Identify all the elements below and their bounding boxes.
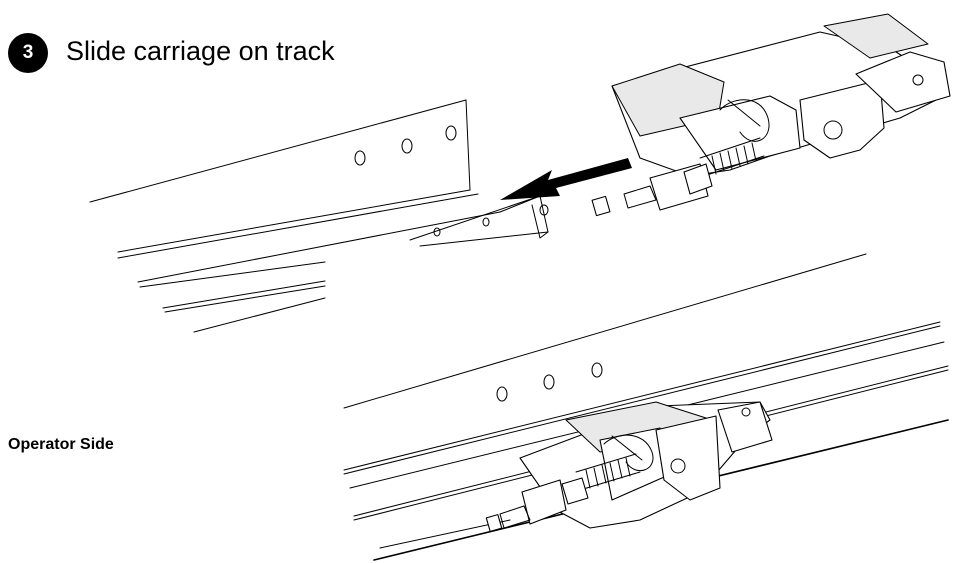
step-number-badge: 3 <box>8 33 48 73</box>
adjustment-screw-upper <box>683 137 765 195</box>
carriage-lower <box>485 401 773 532</box>
carriage-upper <box>591 13 951 217</box>
arrow-left-icon <box>500 158 632 200</box>
operator-side-label: Operator Side <box>8 436 114 453</box>
track-rail-upper <box>89 99 501 333</box>
step-number: 3 <box>22 42 34 63</box>
step-title: Slide carriage on track <box>66 36 335 66</box>
adjustment-screw-lower <box>561 453 641 505</box>
track-end-bracket <box>409 195 549 247</box>
